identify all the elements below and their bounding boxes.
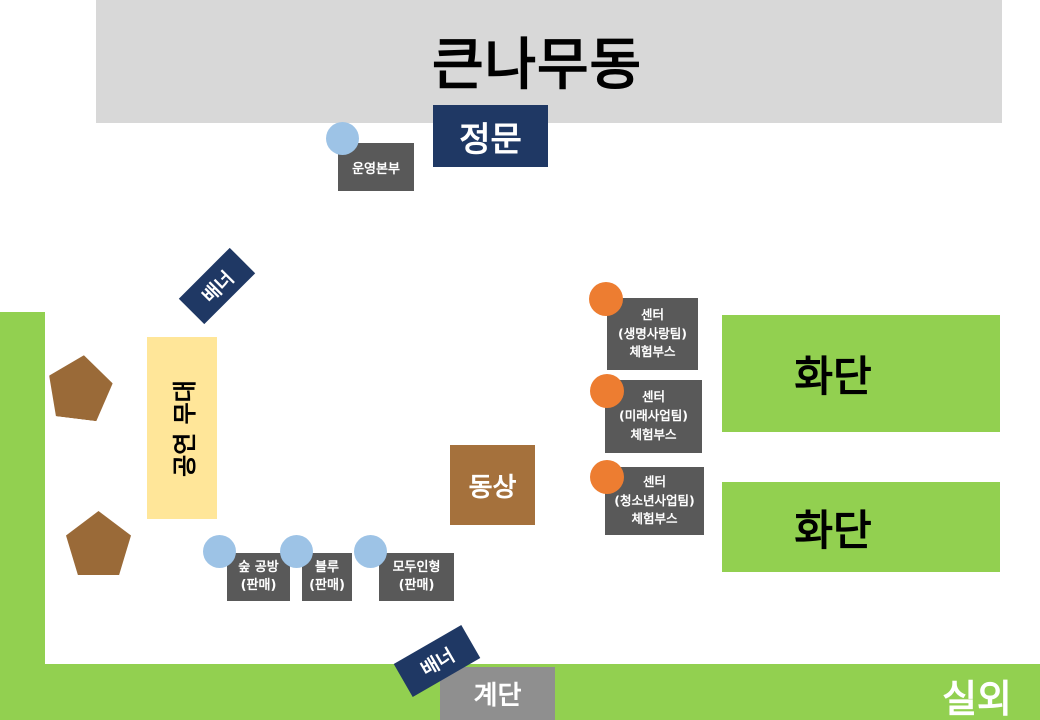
vendor-box-blue: 블루 (판매)	[302, 553, 352, 601]
performance-stage-label: 공연 무대	[170, 379, 199, 477]
statue-label: 동상	[468, 472, 517, 503]
vendor-box-modu-dolls: 모두인형 (판매)	[379, 553, 454, 601]
ops-hq-label: 운영본부	[352, 161, 400, 177]
outdoor-label: 실외	[942, 677, 1012, 720]
flowerbed-lower: 화단	[722, 482, 1000, 572]
banner-sign-top-label: 배너	[197, 266, 239, 308]
flowerbed-lower-label: 화단	[794, 505, 872, 555]
flowerbed-upper: 화단	[722, 315, 1000, 432]
main-gate-box: 정문	[433, 105, 548, 167]
site-title: 큰나무동	[431, 33, 643, 98]
banner-sign-top: 배너	[178, 247, 256, 325]
pentagon-marker-upper	[44, 351, 115, 422]
booth-box-future-team: 센터 (미래사업팀) 체험부스	[605, 380, 702, 453]
vendor-location-dot-1	[203, 535, 236, 568]
ops-hq-location-dot	[326, 122, 359, 155]
vendor-box-forest-workshop: 숲 공방 (판매)	[227, 553, 290, 601]
pentagon-marker-lower	[66, 511, 131, 575]
vendor-location-dot-3	[354, 535, 387, 568]
booth-location-dot-1	[589, 282, 623, 316]
booth-location-dot-2	[590, 374, 624, 408]
main-gate-label: 정문	[459, 119, 522, 160]
flowerbed-upper-label: 화단	[794, 352, 872, 401]
booth-box-life-love-team: 센터 (생명사랑팀) 체험부스	[607, 298, 698, 370]
booth-location-dot-3	[590, 460, 624, 494]
statue-box: 동상	[450, 445, 535, 525]
vendor-location-dot-2	[280, 535, 313, 568]
top-road-zone	[96, 0, 1002, 123]
stairs-box: 계단	[440, 667, 555, 720]
stairs-label: 계단	[473, 681, 522, 711]
left-walkway-zone	[0, 312, 45, 720]
performance-stage-box: 공연 무대	[147, 337, 217, 519]
